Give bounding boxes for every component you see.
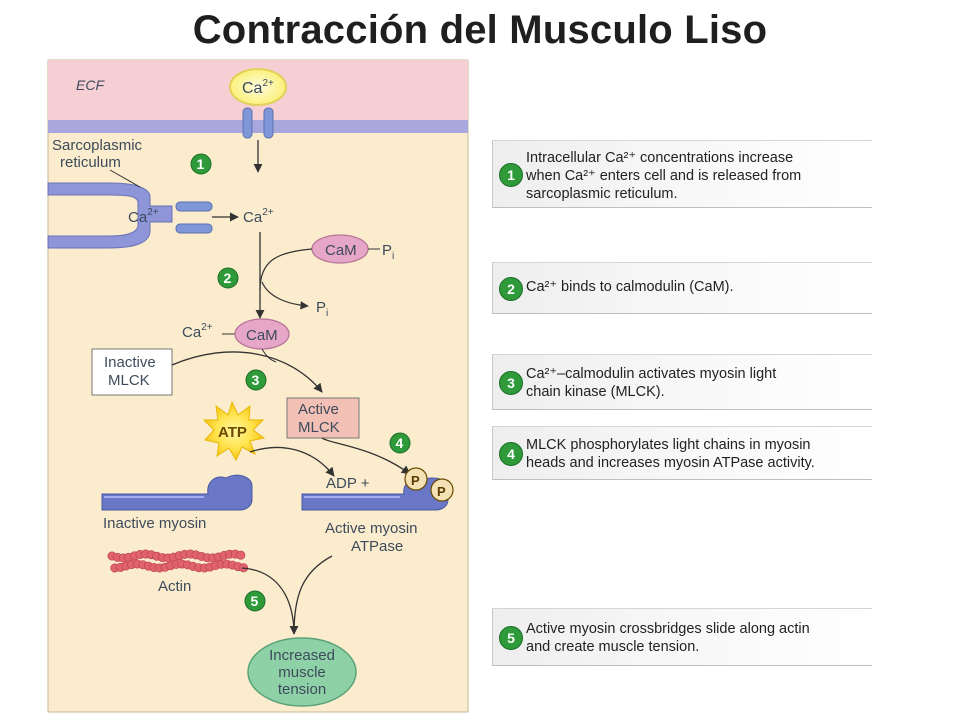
sarcoplasmic-reticulum [47,182,173,249]
phosphate-2 [430,478,454,502]
atp-starburst [202,400,266,462]
inactive-myosin [101,474,253,511]
pi-label-released: Pi [316,299,328,319]
increased-tension-node [247,637,357,707]
step-marker-4-num: 4 [396,435,404,451]
phosphate-1-label: P [411,473,420,488]
myosin-to-tension-arrow [289,555,333,635]
extracellular-calcium [229,68,287,106]
step-marker-2-num: 2 [224,270,232,286]
step-marker-5-num: 5 [251,593,259,609]
actin-label: Actin [158,578,191,595]
step-box-text: Ca²⁺ binds to calmodulin (CaM). [526,278,866,296]
extracellular-calcium-label: Ca2+ [242,78,274,97]
phosphate-1 [404,467,428,491]
page-title: Contracción del Musculo Liso [192,8,768,52]
step-text-line: sarcoplasmic reticulum. [526,186,678,202]
inactive-mlck-line1: Inactive [104,354,156,371]
step-text-line: heads and increases myosin ATPase activi… [526,455,815,471]
sr-calcium-label: Ca2+ [128,207,159,226]
step-text-line: chain kinase (MLCK). [526,384,665,400]
step-box-text: Intracellular Ca²⁺ concentrations increa… [526,149,866,203]
active-mlck-line2: MLCK [298,419,340,436]
actin-to-tension-arrow [241,567,295,631]
step-marker-1 [190,153,212,175]
step-text-line: and create muscle tension. [526,639,700,655]
active-mlck-line1: Active [298,401,339,418]
step-box-text: MLCK phosphorylates light chains in myos… [526,436,866,472]
actin-bead [236,550,246,560]
tension-line2: muscle [278,664,326,681]
cell-membrane [48,120,468,133]
tension-line1: Increased [269,647,335,664]
step-text-line: Ca²⁺–calmodulin activates myosin light [526,366,777,382]
mlck-activation-arrow [171,351,323,393]
step-box-text: Ca²⁺–calmodulin activates myosin light ch… [526,365,866,401]
active-myosin-label-line2: ATPase [351,538,403,555]
step-marker-1-num: 1 [197,156,205,172]
sr-channel-bottom [175,223,213,234]
inactive-myosin-label: Inactive myosin [103,515,206,532]
step-text-line: MLCK phosphorylates light chains in myos… [526,437,811,453]
step-text-line: Ca²⁺ binds to calmodulin (CaM). [526,279,734,295]
step-marker-4 [389,432,411,454]
pi-release-arrow [261,281,309,310]
sr-label-pointer [109,169,141,188]
calcium-channel-left [242,107,253,139]
step-marker-5 [244,590,266,612]
mlck-phosphorylation-arrow [321,437,411,475]
calcium-cam-complex-ca-label: Ca2+ [182,322,213,341]
step-box-text: Active myosin crossbridges slide along a… [526,620,866,656]
adp-label: ADP + [326,475,370,492]
calcium-channel-right [263,107,274,139]
inactive-mlck-box [91,348,173,396]
step-box-number: 2 [499,277,523,301]
phosphate-2-label: P [437,484,446,499]
atp-label: ATP [218,424,247,441]
step-text-line: when Ca²⁺ enters cell and is released fr… [526,168,802,184]
actin-filament [107,549,249,573]
ecf-label: ECF [76,77,105,93]
step-text-line: Intracellular Ca²⁺ concentrations increa… [526,150,794,166]
sr-label-line2: reticulum [60,154,121,171]
step-box-number: 5 [499,626,523,650]
step-box-number: 1 [499,163,523,187]
step-marker-3-num: 3 [252,372,260,388]
step-text-line: Active myosin crossbridges slide along a… [526,621,810,637]
inactive-mlck-line2: MLCK [108,372,150,389]
atp-to-adp-arrow [249,446,335,477]
sr-label-line1: Sarcoplasmic [52,137,143,154]
step-box-number: 4 [499,442,523,466]
calcium-cam-complex-label: CaM [246,327,278,344]
cytosolic-calcium-label: Ca2+ [243,207,274,226]
sr-channel-top [175,201,213,212]
calmodulin-to-activation-link [261,348,277,363]
tension-line3: tension [278,681,326,698]
step-marker-2 [217,267,239,289]
step-box-number: 3 [499,371,523,395]
active-myosin-label-line1: Active myosin [325,520,418,537]
step-marker-3 [245,369,267,391]
pi-label-top: Pi [382,242,394,262]
calmodulin-pi-label: CaM [325,242,357,259]
